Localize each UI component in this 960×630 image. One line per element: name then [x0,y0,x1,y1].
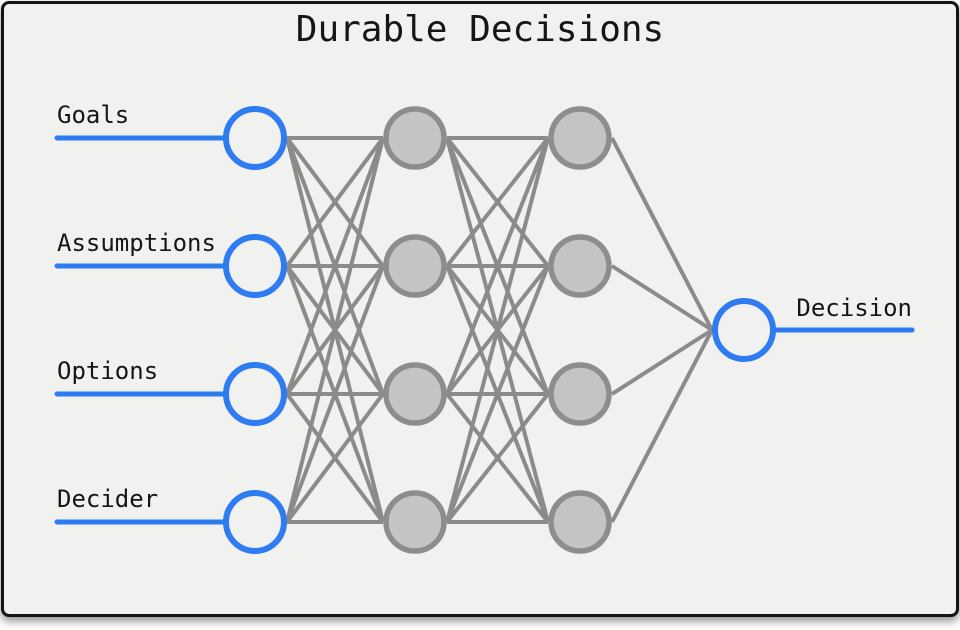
hidden-node-1-2 [383,234,447,298]
input-label-decider: Decider [57,485,158,513]
edge-h23-output [610,329,714,523]
hidden-node-1-3 [383,362,447,426]
input-label-options: Options [57,357,158,385]
edge-input3-h11 [285,265,385,523]
hidden-node-2-1 [548,106,612,170]
edge-h11-h20 [445,136,550,268]
edge-input3-h10 [285,137,385,523]
input-node-options [223,362,287,426]
output-label-decision: Decision [796,294,912,322]
edge-input2-h10 [285,137,385,395]
input-node-decider [223,490,287,554]
edge-h22-output [610,328,714,396]
edge-h21-output [610,264,714,332]
input-node-goals [223,106,287,170]
hidden-node-2-4 [548,490,612,554]
input-label-assumptions: Assumptions [57,229,216,257]
edge-input3-h12 [285,392,385,524]
edge-input1-h10 [285,136,385,268]
hidden-node-2-2 [548,234,612,298]
edge-h12-h20 [445,137,550,395]
edge-h13-h21 [445,265,550,523]
input-label-goals: Goals [57,101,129,129]
edge-h13-h22 [445,392,550,524]
edge-h13-h20 [445,137,550,523]
edge-h20-output [610,137,714,331]
input-node-assumptions [223,234,287,298]
hidden-node-1-4 [383,490,447,554]
hidden-node-2-3 [548,362,612,426]
diagram-title: Durable Decisions [295,9,665,50]
output-node-decision [712,298,776,362]
hidden-node-1-1 [383,106,447,170]
